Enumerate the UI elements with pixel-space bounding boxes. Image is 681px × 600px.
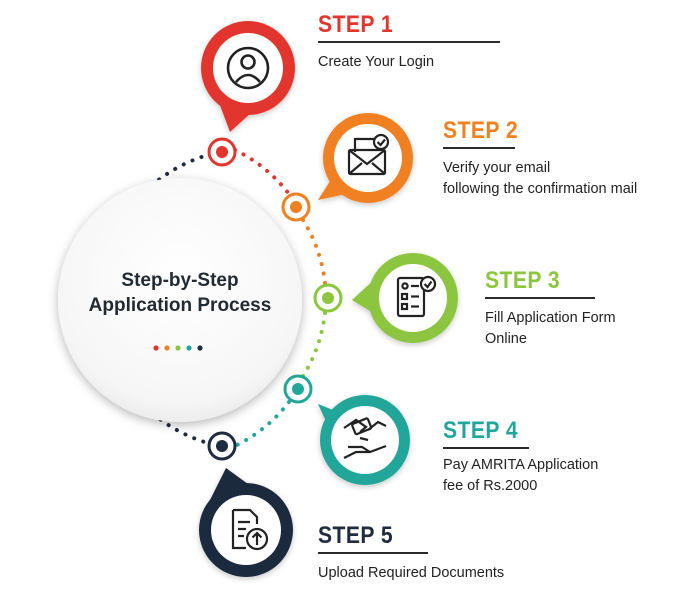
step-5-description: Upload Required Documents — [318, 563, 504, 584]
step-2-desc-line-1: Verify your email — [443, 160, 551, 176]
user-icon — [226, 46, 270, 90]
ring-marker-3 — [313, 283, 343, 313]
step-2-badge — [318, 113, 413, 203]
dotted-ring-segment-2 — [301, 218, 327, 285]
step-1-underline — [318, 41, 500, 43]
step-3-underline — [485, 297, 595, 299]
title-dots — [153, 345, 203, 351]
dotted-ring-segment-1 — [233, 148, 291, 196]
document-upload-icon — [231, 508, 269, 551]
step-5-underline — [318, 552, 428, 554]
step-1-badge — [201, 21, 295, 132]
center-title: Step-by-Step Application Process — [58, 268, 302, 318]
step-1-title: STEP 1 — [318, 11, 394, 38]
center-title-line-2: Application Process — [88, 295, 272, 316]
email-verified-icon — [347, 133, 390, 176]
step-1-description: Create Your Login — [318, 52, 434, 73]
step-3-description: Fill Application Form Online — [485, 308, 616, 350]
step-4-desc-line-1: Pay AMRITA Application — [443, 457, 599, 473]
step-2-desc-line-2: following the confirmation mail — [443, 181, 638, 197]
application-form-icon — [396, 275, 437, 318]
dotted-ring-segment-3 — [301, 311, 327, 378]
step-2-title: STEP 2 — [443, 117, 519, 144]
ring-marker-2 — [281, 192, 311, 222]
ring-marker-4 — [283, 374, 313, 404]
dotted-ring-segment-4 — [233, 400, 291, 448]
step-4-underline — [443, 447, 529, 449]
step-4-title: STEP 4 — [443, 417, 519, 444]
step-4-desc-line-2: fee of Rs.2000 — [443, 478, 538, 494]
step-1-desc-line-1: Create Your Login — [318, 54, 435, 70]
payment-hands-icon — [343, 417, 387, 459]
center-disk — [58, 178, 302, 422]
step-3-desc-line-2: Online — [485, 331, 527, 347]
step-5-desc-line-1: Upload Required Documents — [318, 565, 505, 581]
step-3-desc-line-1: Fill Application Form — [485, 310, 616, 326]
step-2-description: Verify your email following the confirma… — [443, 158, 637, 200]
step-4-description: Pay AMRITA Application fee of Rs.2000 — [443, 455, 598, 497]
step-3-title: STEP 3 — [485, 267, 561, 294]
step-2-underline — [443, 147, 515, 149]
step-5-title: STEP 5 — [318, 522, 394, 549]
center-title-line-1: Step-by-Step — [121, 270, 239, 291]
ring-marker-1 — [207, 137, 237, 167]
ring-marker-5 — [207, 431, 237, 461]
